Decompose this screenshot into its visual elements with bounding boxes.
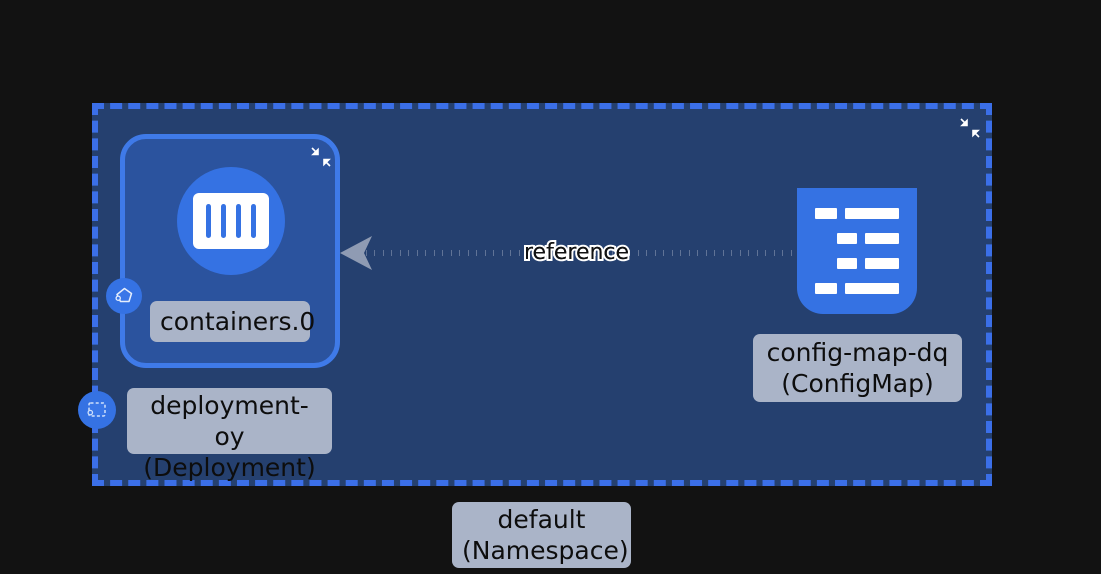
node-label-namespace[interactable]: default (Namespace) — [452, 502, 631, 568]
collapse-icon[interactable] — [310, 146, 332, 168]
pod-pentagon-icon[interactable] — [106, 278, 142, 314]
configmap-dash — [837, 233, 857, 244]
configmap-icon[interactable] — [797, 188, 917, 314]
container-bar — [206, 204, 211, 238]
collapse-icon[interactable] — [959, 117, 981, 139]
configmap-bar — [845, 283, 899, 294]
container-bar — [236, 204, 241, 238]
deployment-badge-icon[interactable] — [78, 391, 116, 429]
configmap-dash — [815, 283, 837, 294]
configmap-bar — [845, 208, 899, 219]
reference-edge-label-halo: reference — [522, 238, 631, 267]
configmap-row — [815, 258, 899, 269]
container-icon-glyph — [193, 193, 269, 249]
node-label-configmap[interactable]: config-map-dq (ConfigMap) — [753, 334, 962, 402]
configmap-dash — [815, 208, 837, 219]
container-icon[interactable] — [177, 167, 285, 275]
configmap-row — [815, 233, 899, 244]
configmap-dash — [837, 258, 857, 269]
reference-edge-label: reference — [524, 240, 630, 265]
reference-edge[interactable] — [340, 226, 800, 282]
configmap-row — [815, 283, 899, 294]
container-bar — [221, 204, 226, 238]
node-label-containers[interactable]: containers.0 — [150, 301, 315, 342]
container-bar — [251, 204, 256, 238]
configmap-row — [815, 208, 899, 219]
configmap-bar — [865, 233, 899, 244]
reference-arrowhead — [340, 236, 372, 270]
node-label-deployment[interactable]: deployment-oy (Deployment) — [127, 388, 332, 482]
configmap-bar — [865, 258, 899, 269]
